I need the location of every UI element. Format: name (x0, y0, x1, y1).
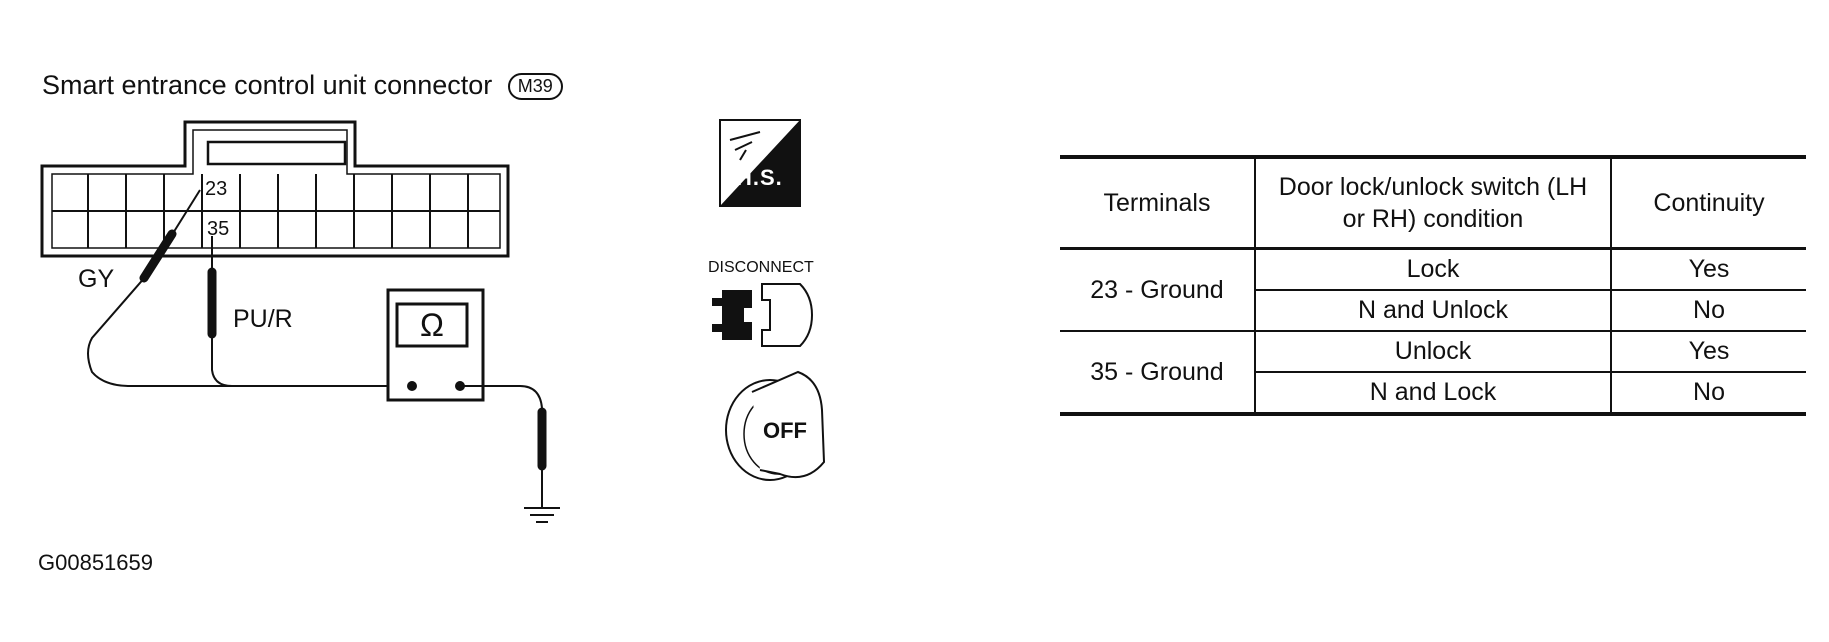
condition-cell: Lock (1255, 248, 1612, 291)
harness-side-text: H.S. (736, 165, 783, 190)
disconnect-text: DISCONNECT (708, 259, 814, 276)
probe-gy-handle (139, 229, 177, 283)
diagram-title: Smart entrance control unit connector M3… (42, 70, 563, 101)
header-condition: Door lock/unlock switch (LH or RH) condi… (1255, 157, 1612, 249)
connector-body (40, 120, 510, 258)
ohm-symbol: Ω (420, 307, 444, 343)
disconnect-icon (712, 283, 814, 347)
harness-side-icon (719, 119, 801, 207)
continuity-cell: No (1611, 372, 1806, 415)
ignition-off-text: OFF (763, 418, 807, 443)
terminals-cell: 23 - Ground (1060, 248, 1256, 332)
terminals-cell: 35 - Ground (1060, 331, 1256, 415)
condition-cell: Unlock (1255, 331, 1612, 373)
condition-cell: N and Lock (1255, 372, 1612, 415)
connector-pin-grid (52, 174, 500, 248)
table-row: N and Lock No (1060, 372, 1806, 415)
ohmmeter-terminal-left (407, 381, 417, 391)
condition-cell: N and Unlock (1255, 290, 1612, 332)
header-terminals: Terminals (1060, 157, 1256, 249)
probe-gy-needle (169, 189, 201, 239)
continuity-table: Terminals Door lock/unlock switch (LH or… (1060, 155, 1806, 416)
continuity-cell: Yes (1611, 331, 1806, 373)
ground-symbol (524, 507, 560, 523)
table-header-row: Terminals Door lock/unlock switch (LH or… (1060, 157, 1806, 249)
wire-pur (211, 334, 233, 387)
pin-35-label: 35 (207, 218, 230, 240)
header-continuity: Continuity (1653, 189, 1765, 217)
table-row: 23 - Ground Lock Yes (1060, 248, 1806, 332)
continuity-cell: No (1611, 290, 1806, 332)
ignition-off-icon (725, 370, 826, 481)
diagram-title-text: Smart entrance control unit connector (42, 70, 493, 100)
connector-latch (206, 140, 347, 166)
wire-gy-label: GY (78, 265, 115, 293)
table-row: 35 - Ground Unlock Yes (1060, 331, 1806, 415)
connector-inner-edge (51, 129, 501, 249)
ohmmeter-display (395, 302, 469, 348)
continuity-cell: Yes (1611, 248, 1806, 291)
wire-pur-label: PU/R (233, 305, 293, 333)
pin-23-label: 23 (205, 178, 228, 200)
figure-id: G00851659 (38, 550, 153, 575)
wire-gy (87, 275, 412, 387)
connector-code-badge: M39 (507, 73, 563, 101)
table-row: N and Unlock No (1060, 290, 1806, 332)
